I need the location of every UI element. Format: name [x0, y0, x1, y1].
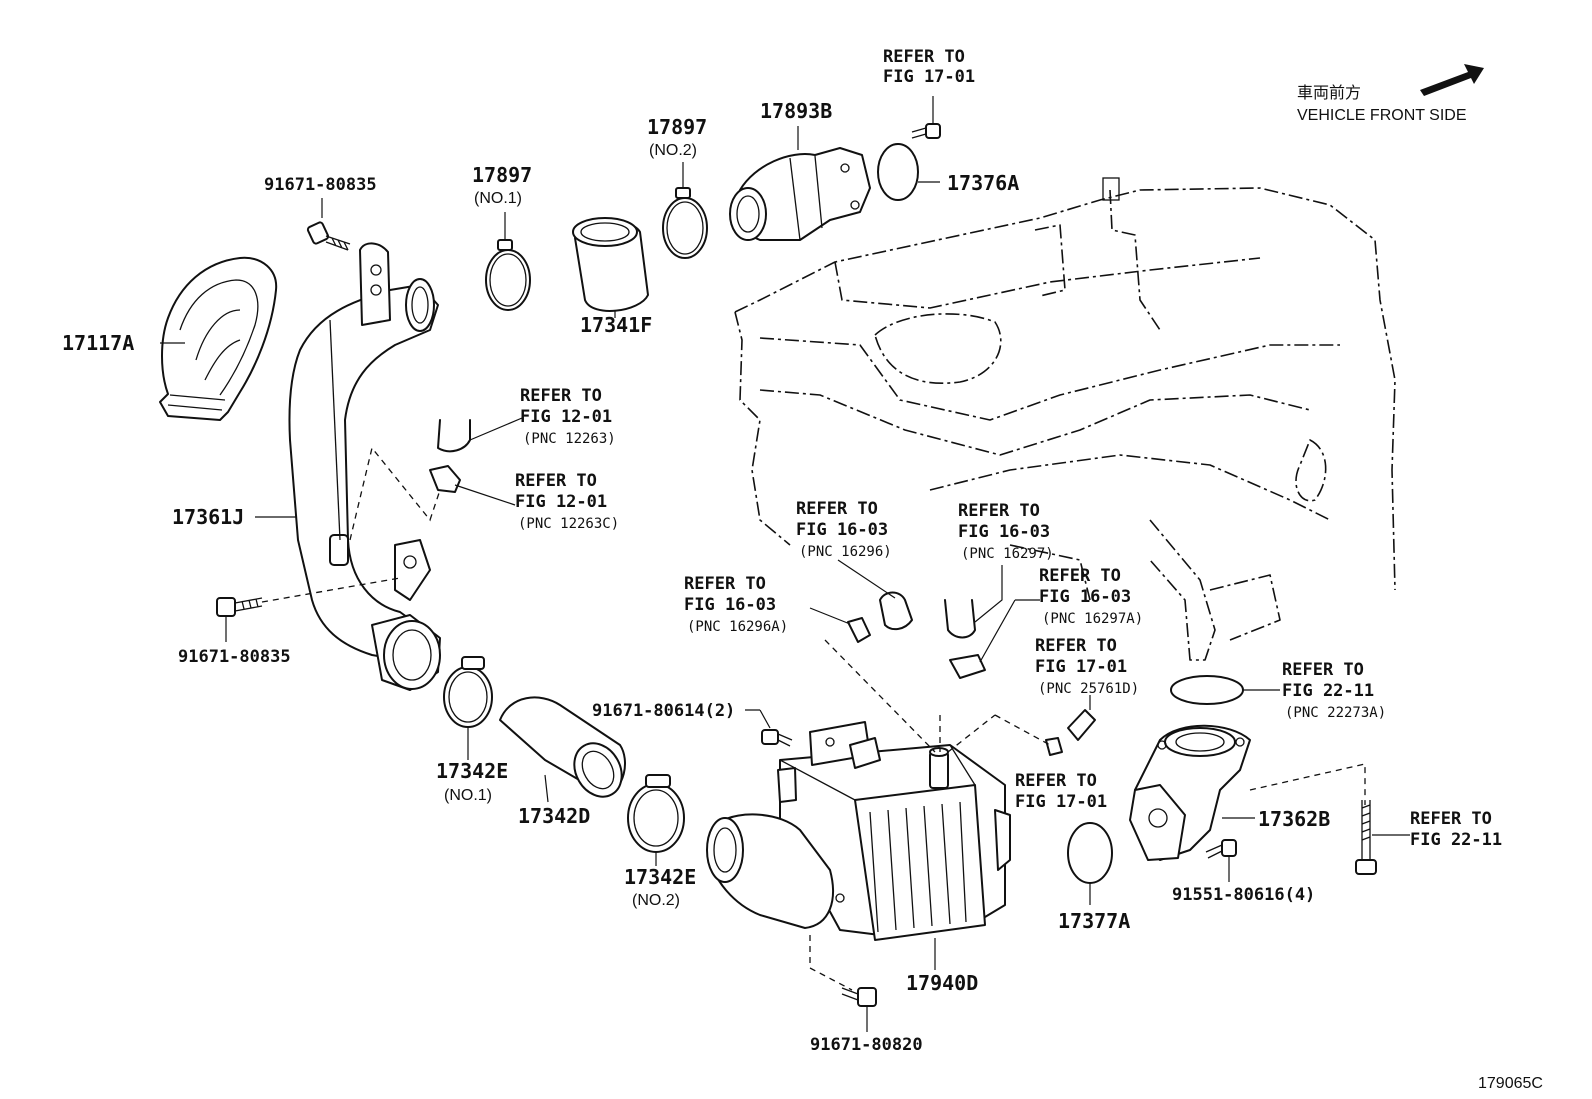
- refer-fig-16-03-16297A[interactable]: REFER TO FIG 16-03 (PNC 16297A): [1039, 566, 1143, 627]
- bolt-top-icon: [911, 96, 941, 139]
- engine-outline: [734, 177, 1396, 661]
- label-bolt-80614: 91671-80614(2): [592, 701, 735, 721]
- housing-17362B: [1129, 724, 1366, 861]
- svg-text:REFER TO: REFER TO: [1015, 771, 1097, 791]
- oring-17376A-icon: [877, 143, 940, 201]
- hose-refer-25761D: [947, 695, 1096, 756]
- svg-text:(PNC 16297A): (PNC 16297A): [1042, 611, 1143, 627]
- label-17341F: 17341F: [580, 313, 652, 337]
- label-17342D: 17342D: [518, 804, 590, 828]
- bolt-top-left-icon: [306, 198, 351, 251]
- refer-fig-16-03-16296[interactable]: REFER TO FIG 16-03 (PNC 16296): [796, 499, 892, 560]
- intercooler-17940D: [706, 721, 1011, 991]
- refer-fig-12-01-12263[interactable]: REFER TO FIG 12-01 (PNC 12263): [520, 386, 616, 447]
- label-17897-no1-sub: (NO.1): [474, 190, 522, 207]
- label-17342E-no2: 17342E: [624, 865, 696, 889]
- svg-text:REFER TO: REFER TO: [684, 574, 766, 594]
- svg-text:(PNC 16297): (PNC 16297): [961, 546, 1054, 562]
- svg-text:FIG 16-03: FIG 16-03: [684, 595, 776, 615]
- label-17897-no2-sub: (NO.2): [649, 142, 697, 159]
- pipe-17361J: [288, 242, 441, 691]
- svg-text:REFER TO: REFER TO: [515, 471, 597, 491]
- refer-fig-22-11-right[interactable]: REFER TO FIG 22-11: [1410, 809, 1502, 850]
- label-17897-no1: 17897: [472, 163, 532, 187]
- svg-text:REFER TO: REFER TO: [1039, 566, 1121, 586]
- label-17342E-no2-sub: (NO.2): [632, 892, 680, 909]
- svg-text:REFER TO: REFER TO: [883, 47, 965, 67]
- svg-text:REFER TO: REFER TO: [520, 386, 602, 406]
- svg-text:FIG 16-03: FIG 16-03: [1039, 587, 1131, 607]
- direction-en: VEHICLE FRONT SIDE: [1297, 107, 1467, 124]
- svg-text:FIG 12-01: FIG 12-01: [520, 407, 612, 427]
- svg-text:FIG 16-03: FIG 16-03: [796, 520, 888, 540]
- hose-refer-16296: [809, 559, 936, 753]
- vehicle-front-arrow-icon: [1420, 64, 1484, 96]
- refer-fig-16-03-16297[interactable]: REFER TO FIG 16-03 (PNC 16297): [958, 501, 1054, 562]
- svg-text:REFER TO: REFER TO: [1035, 636, 1117, 656]
- label-bolt-top-left: 91671-80835: [264, 175, 377, 195]
- oring-refer-22273A-icon: [1170, 675, 1280, 705]
- outlet-17893B-icon: [729, 126, 871, 241]
- refer-fig-12-01-12263C[interactable]: REFER TO FIG 12-01 (PNC 12263C): [515, 471, 619, 532]
- svg-text:FIG 17-01: FIG 17-01: [1035, 657, 1127, 677]
- label-17362B: 17362B: [1258, 807, 1330, 831]
- svg-text:(PNC 12263): (PNC 12263): [523, 431, 616, 447]
- hose-refer-16297: [939, 565, 1040, 752]
- label-17361J: 17361J: [172, 505, 244, 529]
- label-17377A: 17377A: [1058, 909, 1130, 933]
- refer-fig-17-01-25761D[interactable]: REFER TO FIG 17-01 (PNC 25761D): [1035, 636, 1139, 697]
- clamp-17342E-no2-icon: [627, 774, 685, 866]
- svg-text:FIG 17-01: FIG 17-01: [883, 67, 975, 87]
- svg-text:FIG 22-11: FIG 22-11: [1282, 681, 1374, 701]
- label-17376A: 17376A: [947, 171, 1019, 195]
- svg-text:REFER TO: REFER TO: [958, 501, 1040, 521]
- label-17117A: 17117A: [62, 331, 134, 355]
- clamp-17897-no2-icon: [662, 162, 708, 259]
- fitting-refer-12263C: [349, 446, 516, 541]
- svg-text:FIG 17-01: FIG 17-01: [1015, 792, 1107, 812]
- label-bolt-mid-left: 91671-80835: [178, 647, 291, 667]
- refer-fig-22-11-22273A[interactable]: REFER TO FIG 22-11 (PNC 22273A): [1282, 660, 1386, 721]
- label-17342E-no1-sub: (NO.1): [444, 787, 492, 804]
- direction-jp: 車両前方: [1297, 84, 1361, 102]
- bolt-80820-icon: [841, 987, 877, 1032]
- pipe-refer-12263: [437, 417, 523, 453]
- hose-17341F-icon: [572, 217, 649, 318]
- label-bolt-80820: 91671-80820: [810, 1035, 923, 1055]
- svg-text:FIG 12-01: FIG 12-01: [515, 492, 607, 512]
- label-bolt-80616: 91551-80616(4): [1172, 885, 1315, 905]
- oring-17377A-icon: [1067, 822, 1113, 905]
- refer-fig-16-03-16296A[interactable]: REFER TO FIG 16-03 (PNC 16296A): [684, 574, 788, 635]
- label-17893B: 17893B: [760, 99, 832, 123]
- bolt-80614-icon: [745, 709, 793, 747]
- label-17940D: 17940D: [906, 971, 978, 995]
- svg-text:(PNC 22273A): (PNC 22273A): [1285, 705, 1386, 721]
- label-17342E-no1: 17342E: [436, 759, 508, 783]
- bracket-17117A: [159, 256, 278, 421]
- bolt-mid-left-icon: [216, 577, 401, 642]
- figure-code: 179065C: [1478, 1075, 1543, 1092]
- stud-refer-2211-icon: [1355, 800, 1410, 875]
- hose-17342D-icon: [499, 696, 626, 803]
- clamp-17342E-no1-icon: [443, 656, 493, 760]
- svg-text:(PNC 12263C): (PNC 12263C): [518, 516, 619, 532]
- clamp-17897-no1-icon: [485, 212, 531, 311]
- refer-fig-17-01-low[interactable]: REFER TO FIG 17-01: [1015, 771, 1107, 812]
- bolt-80616-icon: [1205, 839, 1237, 882]
- svg-text:FIG 16-03: FIG 16-03: [958, 522, 1050, 542]
- svg-text:REFER TO: REFER TO: [1282, 660, 1364, 680]
- svg-text:(PNC 16296): (PNC 16296): [799, 544, 892, 560]
- refer-fig-17-01-top[interactable]: REFER TO FIG 17-01: [883, 47, 975, 87]
- svg-text:REFER TO: REFER TO: [796, 499, 878, 519]
- svg-text:REFER TO: REFER TO: [1410, 809, 1492, 829]
- svg-text:(PNC 25761D): (PNC 25761D): [1038, 681, 1139, 697]
- svg-text:(PNC 16296A): (PNC 16296A): [687, 619, 788, 635]
- label-17897-no2: 17897: [647, 115, 707, 139]
- svg-text:FIG 22-11: FIG 22-11: [1410, 830, 1502, 850]
